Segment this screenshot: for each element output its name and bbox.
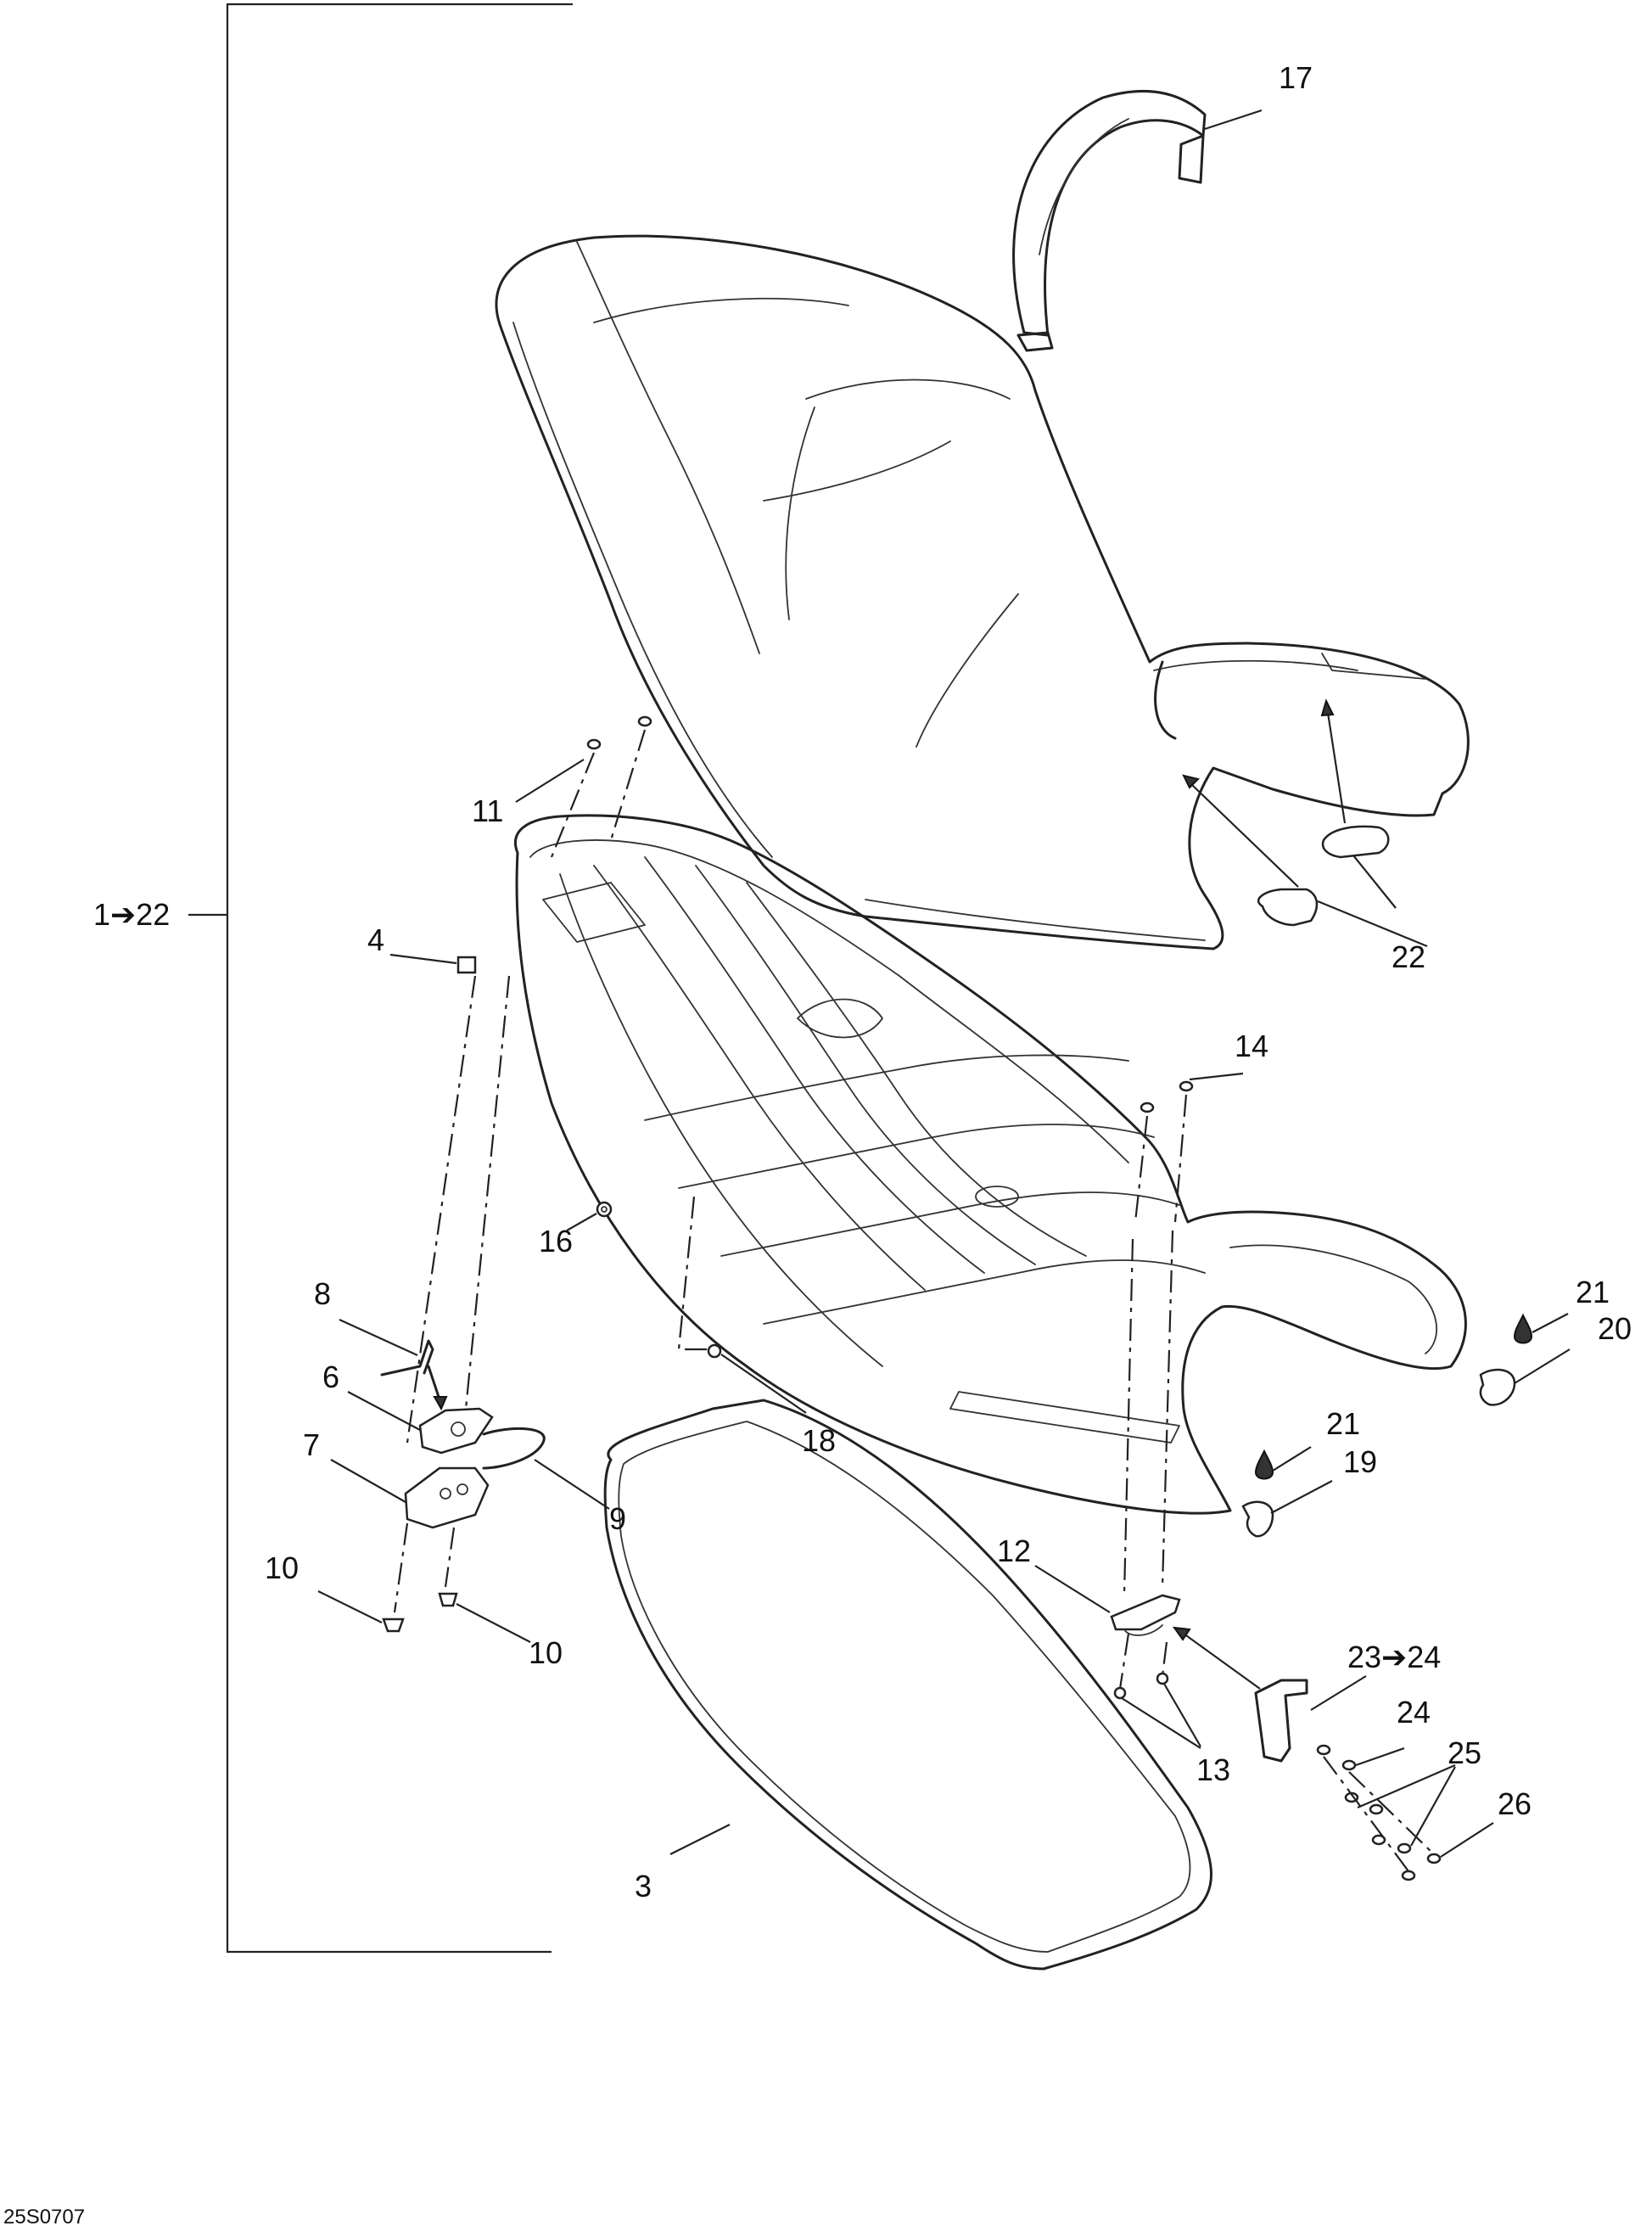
latch-assembly [317, 1318, 610, 1643]
part-22-bumpers [1182, 698, 1428, 948]
callout-20: 20 [1598, 1311, 1632, 1346]
callout-labels: 1➔22 17 11 22 4 14 16 8 21 20 6 18 7 21 … [3, 60, 1632, 2229]
callout-6: 6 [322, 1360, 339, 1394]
callout-9: 9 [609, 1501, 626, 1536]
part-3-seal [603, 1399, 1212, 1971]
callout-24: 24 [1397, 1695, 1431, 1730]
callout-14: 14 [1235, 1029, 1268, 1063]
callout-17: 17 [1279, 60, 1313, 95]
part-18-screw [677, 1196, 807, 1414]
callout-19: 19 [1343, 1444, 1377, 1479]
part-16-nut [566, 1201, 613, 1231]
callout-23: 23➔24 [1347, 1640, 1441, 1674]
part-4-nut [389, 953, 511, 1444]
callout-25: 25 [1448, 1735, 1481, 1770]
callout-3: 3 [635, 1869, 652, 1903]
callout-21a: 21 [1576, 1275, 1610, 1309]
drawing-code: 25S0707 [3, 2206, 85, 2229]
callout-7: 7 [303, 1427, 320, 1462]
seat-cover [495, 234, 1470, 950]
callout-10b: 10 [529, 1635, 563, 1670]
leader-lines [515, 109, 1263, 1081]
washers [550, 715, 1194, 1223]
callout-16: 16 [539, 1224, 573, 1259]
callout-11: 11 [472, 793, 503, 828]
bracket-label: 1➔22 [93, 897, 170, 932]
part-17-grab-strap [1012, 90, 1207, 352]
callout-13: 13 [1196, 1752, 1230, 1787]
callout-21b: 21 [1326, 1406, 1360, 1441]
callout-12: 12 [997, 1533, 1031, 1568]
seat-base [514, 814, 1467, 1515]
callout-22: 22 [1392, 939, 1425, 974]
parts-19-20-21 [1241, 1313, 1571, 1538]
part-12-13-bracket [1034, 1230, 1201, 1749]
callout-26: 26 [1498, 1786, 1532, 1821]
callout-4: 4 [367, 922, 384, 957]
callout-18: 18 [802, 1423, 836, 1458]
callout-8: 8 [314, 1276, 331, 1311]
assembly-bracket [188, 3, 573, 1954]
part-23-handle [1172, 1626, 1494, 1881]
callout-10a: 10 [265, 1550, 299, 1585]
